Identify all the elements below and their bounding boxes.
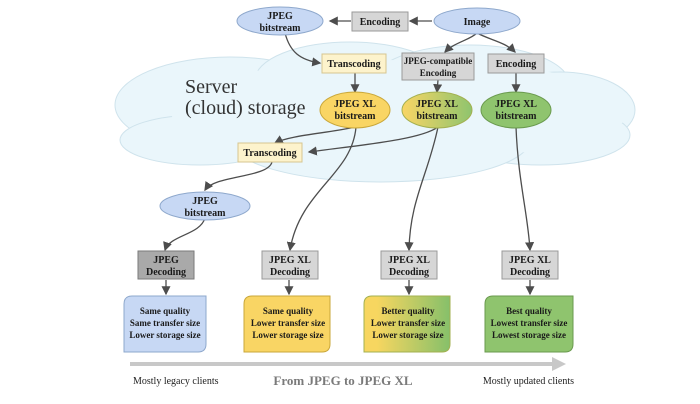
edge-transcoding-jpeg	[204, 161, 273, 192]
svg-text:Lower transfer size: Lower transfer size	[371, 318, 445, 328]
svg-text:JPEG: JPEG	[192, 196, 218, 207]
node-jxl-bitstream-1: JPEG XL bitstream	[319, 91, 391, 129]
svg-text:Encoding: Encoding	[360, 17, 401, 28]
cloud-label-line2: (cloud) storage	[185, 97, 306, 119]
edge-jpeg-decoder	[163, 217, 206, 252]
progress-axis-arrow	[130, 357, 566, 371]
svg-text:Decoding: Decoding	[389, 267, 429, 278]
edge-jpegcompat-jxl2	[433, 79, 443, 94]
outcome-2: Same quality Lower transfer size Lower s…	[243, 295, 331, 353]
svg-text:bitstream: bitstream	[417, 111, 459, 122]
edge-jxl1-transcoding	[273, 126, 356, 144]
svg-text:Decoding: Decoding	[510, 267, 550, 278]
edges	[161, 16, 535, 296]
decoder-jpeg: JPEG Decoding	[137, 250, 195, 280]
edge-image-jpegcompat	[444, 32, 478, 53]
node-jpeg-bitstream-low: JPEG bitstream	[159, 191, 251, 221]
svg-text:JPEG XL: JPEG XL	[495, 99, 537, 110]
svg-text:Encoding: Encoding	[496, 59, 537, 70]
svg-text:bitstream: bitstream	[185, 208, 227, 219]
svg-text:bitstream: bitstream	[496, 111, 538, 122]
node-encoding-right: Encoding	[487, 53, 545, 74]
svg-text:Lower storage size: Lower storage size	[252, 330, 323, 340]
axis-label-right: Mostly updated clients	[483, 376, 574, 387]
svg-text:Same quality: Same quality	[263, 306, 314, 316]
svg-text:Best quality: Best quality	[506, 306, 552, 316]
svg-text:Transcoding: Transcoding	[327, 59, 380, 70]
svg-text:Image: Image	[464, 17, 491, 28]
svg-text:Transcoding: Transcoding	[243, 148, 296, 159]
edge-jxl1-decoder	[286, 126, 357, 252]
svg-text:Decoding: Decoding	[146, 267, 186, 278]
svg-text:JPEG-compatible: JPEG-compatible	[404, 56, 473, 66]
svg-text:Lower transfer size: Lower transfer size	[251, 318, 325, 328]
svg-text:JPEG XL: JPEG XL	[334, 99, 376, 110]
decoder-jxl-3: JPEG XL Decoding	[501, 250, 559, 280]
outcome-1: Same quality Same transfer size Lower st…	[123, 295, 207, 353]
edge-jpeg-transcoding	[284, 32, 322, 67]
decoder-jxl-2: JPEG XL Decoding	[380, 250, 438, 280]
outcome-4: Best quality Lowest transfer size Lowest…	[484, 295, 574, 353]
svg-text:Better quality: Better quality	[381, 306, 435, 316]
svg-text:Decoding: Decoding	[270, 267, 310, 278]
node-jpeg-bitstream-top: JPEG bitstream	[236, 6, 324, 36]
svg-text:Lowest transfer size: Lowest transfer size	[491, 318, 568, 328]
node-transcoding-top: Transcoding	[321, 53, 387, 74]
svg-text:JPEG XL: JPEG XL	[416, 99, 458, 110]
node-encoding-top: Encoding	[351, 11, 409, 32]
svg-text:Encoding: Encoding	[420, 68, 457, 78]
svg-text:Same quality: Same quality	[140, 306, 191, 316]
svg-text:Lower storage size: Lower storage size	[129, 330, 200, 340]
outcome-3: Better quality Lower transfer size Lower…	[363, 295, 451, 353]
decoder-jxl-1: JPEG XL Decoding	[261, 250, 319, 280]
axis-label-left: Mostly legacy clients	[133, 376, 219, 387]
svg-text:Lower storage size: Lower storage size	[372, 330, 443, 340]
svg-text:Lowest storage size: Lowest storage size	[492, 330, 566, 340]
axis-title: From JPEG to JPEG XL	[273, 373, 412, 388]
svg-text:JPEG: JPEG	[267, 11, 293, 22]
cloud-label-line1: Server	[185, 76, 238, 98]
edge-image-encoding-right	[476, 32, 516, 53]
svg-text:bitstream: bitstream	[260, 23, 302, 34]
node-image: Image	[433, 7, 521, 35]
svg-text:JPEG XL: JPEG XL	[388, 255, 430, 266]
edge-jxl2-transcoding	[307, 126, 439, 156]
edge-jxl2-decoder	[404, 126, 439, 252]
node-transcoding-mid: Transcoding	[237, 142, 303, 163]
edge-jxl3-decoder	[515, 126, 535, 252]
node-jxl-bitstream-3: JPEG XL bitstream	[480, 91, 552, 129]
node-jxl-bitstream-2: JPEG XL bitstream	[401, 91, 473, 129]
svg-text:Same transfer size: Same transfer size	[130, 318, 200, 328]
svg-text:bitstream: bitstream	[335, 111, 377, 122]
svg-text:JPEG XL: JPEG XL	[269, 255, 311, 266]
svg-text:JPEG: JPEG	[153, 255, 179, 266]
node-jpeg-compatible-encoding: JPEG-compatible Encoding	[401, 52, 475, 81]
svg-text:JPEG XL: JPEG XL	[509, 255, 551, 266]
